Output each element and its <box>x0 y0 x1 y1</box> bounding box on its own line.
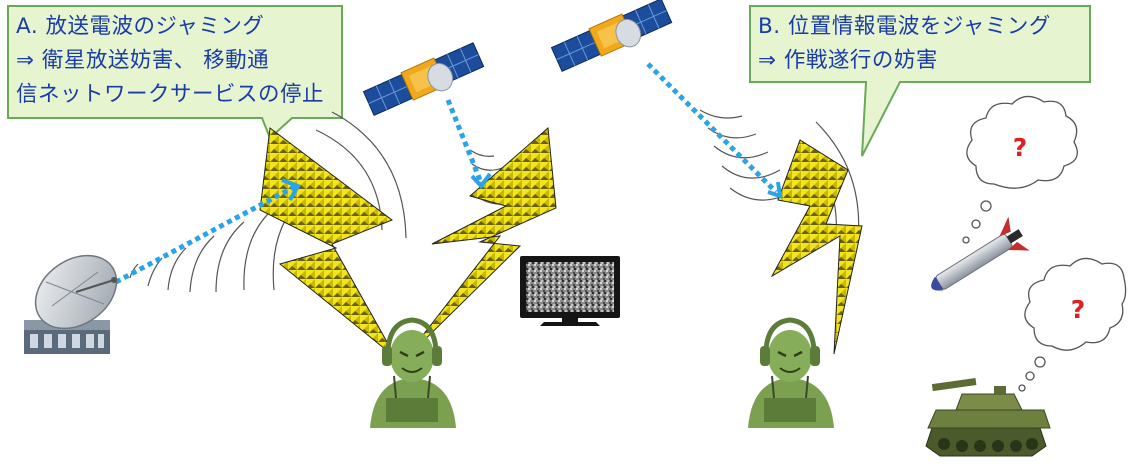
satellite-icon <box>550 0 673 73</box>
jammer-operator-icon <box>370 317 456 428</box>
lightning-bolt-b <box>770 139 863 355</box>
missile-icon <box>931 216 1030 291</box>
signal-arrowheads <box>281 172 783 201</box>
signal-arrows <box>114 62 778 285</box>
callout-a-text: A. 放送電波のジャミング ⇒ 衛星放送妨害、 移動通 信ネットワークサービスの… <box>16 10 324 112</box>
callout-b-text: B. 位置情報電波をジャミング ⇒ 作戦遂行の妨害 <box>758 10 1051 78</box>
question-mark-1: ? <box>1013 133 1028 162</box>
tv-static-icon <box>520 256 620 326</box>
thought-bubble-icon: ? <box>962 95 1078 244</box>
callout-b-line-2: ⇒ 作戦遂行の妨害 <box>758 48 938 73</box>
satellite-dish-icon <box>24 254 118 354</box>
callout-a-bubble <box>7 5 343 140</box>
question-mark-2: ? <box>1071 295 1086 324</box>
tank-icon <box>925 378 1051 457</box>
lightning-bolt-a-left <box>259 127 397 359</box>
satellite-icon <box>362 42 485 117</box>
callout-b-bubble <box>749 5 1091 157</box>
callout-a-line-3: 信ネットワークサービスの停止 <box>16 82 325 107</box>
callout-a-line-1: A. 放送電波のジャミング <box>16 14 265 39</box>
callout-a-line-2: ⇒ 衛星放送妨害、 移動通 <box>16 48 270 73</box>
thought-bubble-icon: ? <box>1018 257 1127 392</box>
jammer-operator-icon <box>748 317 834 428</box>
lightning-bolt-a-right <box>401 126 557 363</box>
callout-b-line-1: B. 位置情報電波をジャミング <box>758 14 1051 39</box>
